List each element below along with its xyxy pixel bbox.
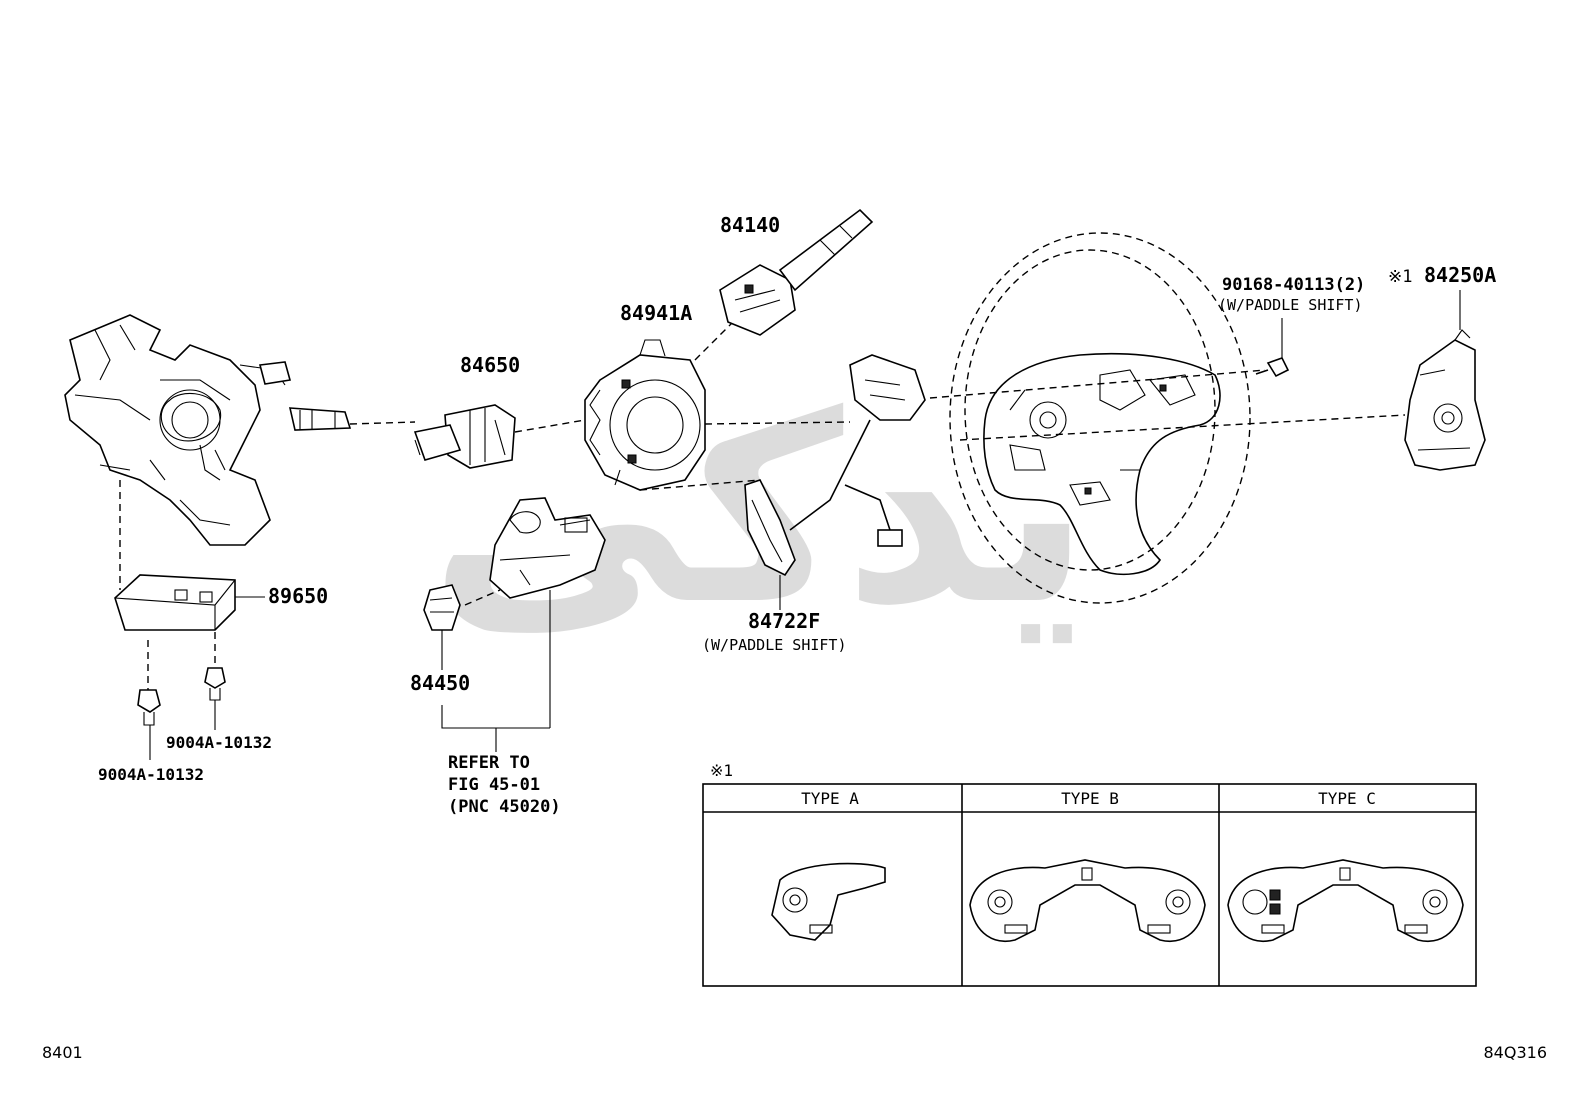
type-b-switch [969,859,1206,942]
label-84250a: 84250A [1424,263,1496,287]
refer-line-3: (PNC 45020) [448,797,561,817]
label-84450: 84450 [410,671,470,695]
part-84450 [423,584,461,670]
label-84140: 84140 [720,213,780,237]
label-89650: 89650 [268,584,328,608]
lock-assembly [489,497,606,728]
label-bolt-left: 9004A-10132 [98,765,204,784]
type-table: ※1 TYPE A TYPE B TYPE C [702,761,1477,987]
paddle-harness [789,354,926,547]
refer-line-2: FIG 45-01 [448,775,540,795]
bolt-right [204,667,226,730]
label-84722f-note: (W/PADDLE SHIFT) [702,636,847,654]
assembly-lines [119,319,1406,690]
screw-90168 [1255,318,1290,378]
steering-wheel [949,232,1251,604]
type-a-header: TYPE A [801,789,859,808]
label-bolt-right: 9004A-10132 [166,733,272,752]
label-84722f: 84722F [748,609,820,633]
part-84650 [413,404,516,469]
type-b-header: TYPE B [1061,789,1119,808]
refer-bracket [441,705,550,729]
part-84941a [584,339,706,491]
type-c-switch [1227,859,1464,942]
type-c-header: TYPE C [1318,789,1376,808]
label-84250a-mark: ※1 [1388,267,1412,287]
part-labels: 84140 84941A 84650 89650 84450 84722F (W… [98,213,1496,817]
bolt-left [137,689,161,760]
part-89650 [114,574,265,631]
part-84140 [719,208,874,336]
type-a-switch [771,862,886,941]
label-84650: 84650 [460,353,520,377]
footer-left-code: 8401 [42,1043,83,1062]
part-84722f [744,479,796,610]
type-table-mark: ※1 [710,761,733,780]
steering-column [64,314,352,546]
footer-right-code: 84Q316 [1484,1043,1548,1062]
refer-line-1: REFER TO [448,753,530,773]
label-90168: 90168-40113(2) [1222,275,1365,295]
label-90168-note: (W/PADDLE SHIFT) [1218,296,1363,314]
label-84941a: 84941A [620,301,692,325]
part-84250a [1404,290,1486,471]
